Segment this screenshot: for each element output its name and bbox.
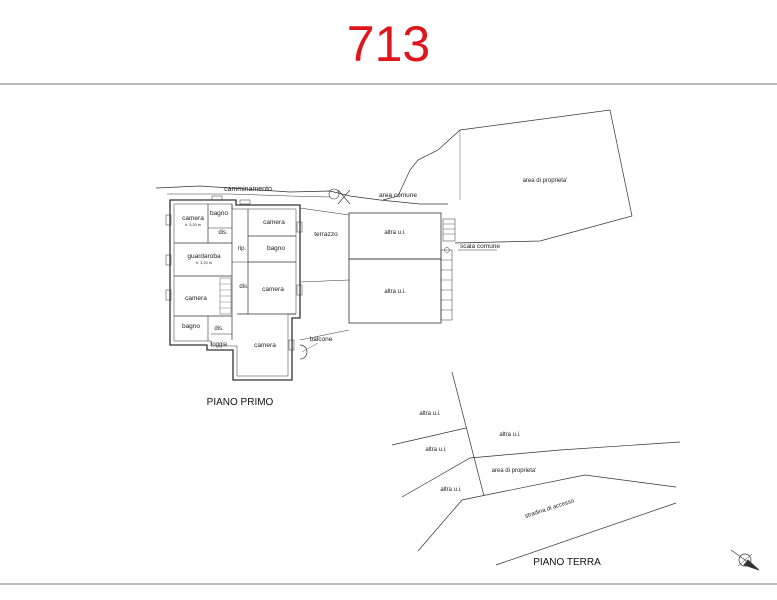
balcone-outline xyxy=(299,344,308,360)
label-camera-ne: camera xyxy=(263,219,285,226)
label-dis-3: dis. xyxy=(214,326,224,332)
piano-terra-labels: altra u.i. altra u.i. altra u.i. area di… xyxy=(419,411,601,568)
label-altra-ui-1: altra u.i. xyxy=(384,230,406,236)
label-camera-nw: camera xyxy=(182,215,204,222)
pt-label-stradina: stradina di accesso xyxy=(524,498,575,520)
label-camminamento: camminamento xyxy=(224,186,272,193)
scala-comune-stair xyxy=(442,218,456,242)
pt-label-area-proprieta: area di proprieta' xyxy=(492,468,537,474)
label-scala-comune: scala comune xyxy=(460,243,500,250)
sheet-number: 713 xyxy=(346,16,431,72)
label-camera-w: camera xyxy=(185,295,207,302)
piano-primo-labels: camminamento camera h. 3,20 m bagno dis.… xyxy=(182,178,567,408)
label-area-proprieta: area di proprieta' xyxy=(523,178,568,184)
piano-primo-site xyxy=(155,109,633,341)
piano-terra-lines xyxy=(391,371,681,566)
area-proprieta-boundary xyxy=(382,109,633,244)
label-dis-1: dis. xyxy=(218,230,228,236)
pt-label-altra-ui-c: altra u.i. xyxy=(425,447,447,453)
label-guardaroba-height: h. 3,20 m xyxy=(196,261,212,265)
label-bagno-n: bagno xyxy=(210,210,228,217)
label-area-comune: area comune xyxy=(379,192,417,199)
title-piano-primo: PIANO PRIMO xyxy=(207,397,274,408)
label-balcone: balcone xyxy=(310,336,333,343)
label-bagno-c: bagno xyxy=(267,245,285,252)
pt-label-altra-ui-a: altra u.i. xyxy=(419,411,441,417)
pt-line-2 xyxy=(391,427,467,446)
label-camera-nw-height: h. 3,20 m xyxy=(185,223,201,227)
altra-ui-block-1 xyxy=(348,212,442,260)
label-guardaroba: guardaroba xyxy=(187,253,221,260)
label-loggia: loggia xyxy=(211,342,228,348)
pt-line-5 xyxy=(495,502,677,566)
label-bagno-s: bagno xyxy=(182,323,200,330)
label-camera-e: camera xyxy=(262,286,284,293)
pt-label-altra-ui-b: altra u.i. xyxy=(499,432,521,438)
pt-line-1 xyxy=(451,371,485,497)
altra-ui-block-2 xyxy=(348,258,442,324)
piano-primo-apartment xyxy=(165,195,319,381)
pt-label-altra-ui-d: altra u.i. xyxy=(440,487,462,493)
north-arrow-icon xyxy=(730,549,760,571)
outer-wall xyxy=(169,199,301,381)
pt-line-3 xyxy=(401,441,681,498)
label-dis-2: dis. xyxy=(239,284,249,290)
label-camera-s: camera xyxy=(254,342,276,349)
label-altra-ui-2: altra u.i. xyxy=(384,289,406,295)
pt-line-4 xyxy=(417,474,677,552)
title-piano-terra: PIANO TERRA xyxy=(533,557,601,568)
label-rip: rip. xyxy=(238,246,247,252)
label-terrazzo: terrazzo xyxy=(314,231,338,238)
